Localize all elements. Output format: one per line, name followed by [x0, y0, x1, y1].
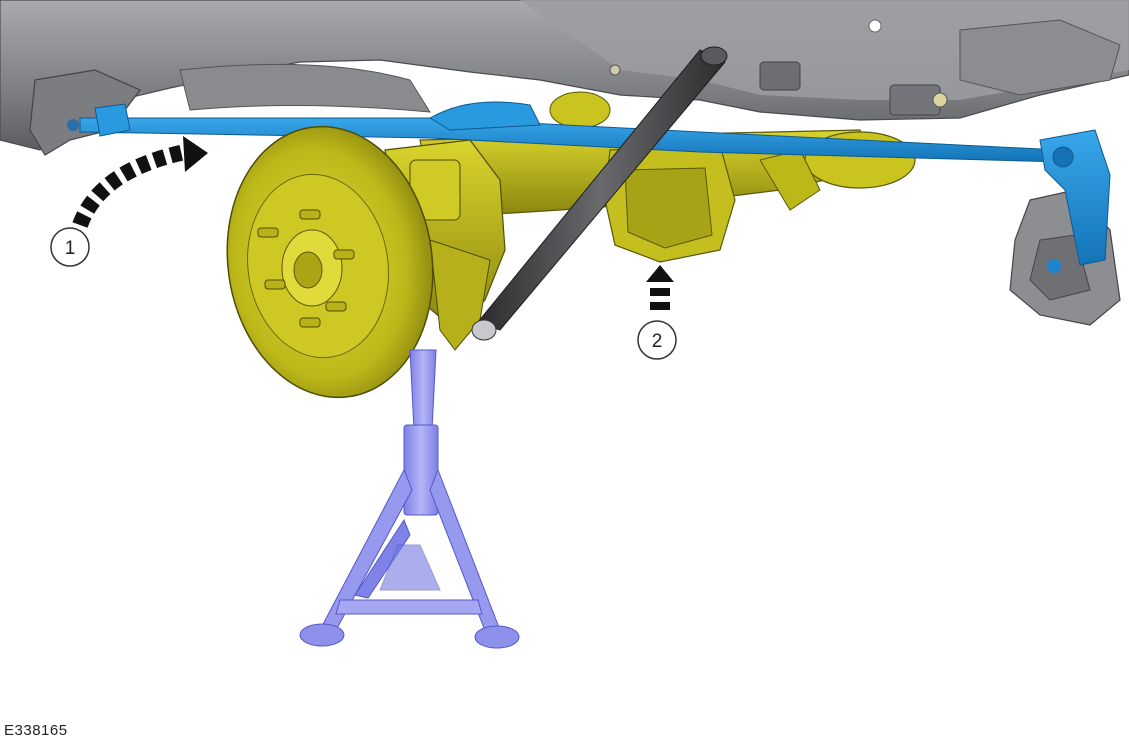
vehicle-frame	[0, 0, 1129, 326]
jack-stand	[299, 349, 520, 649]
figure-id: E338165	[4, 722, 68, 739]
callout-2-label: 2	[652, 331, 663, 352]
spare-tire	[179, 63, 431, 113]
curved-arrow-icon	[72, 136, 208, 229]
straight-arrow-icon	[646, 265, 674, 310]
callout-2: 2	[637, 320, 677, 360]
brake-rotor	[226, 125, 434, 399]
callout-1: 1	[50, 227, 90, 267]
callout-1-label: 1	[65, 238, 76, 259]
shock-absorber	[471, 46, 728, 341]
